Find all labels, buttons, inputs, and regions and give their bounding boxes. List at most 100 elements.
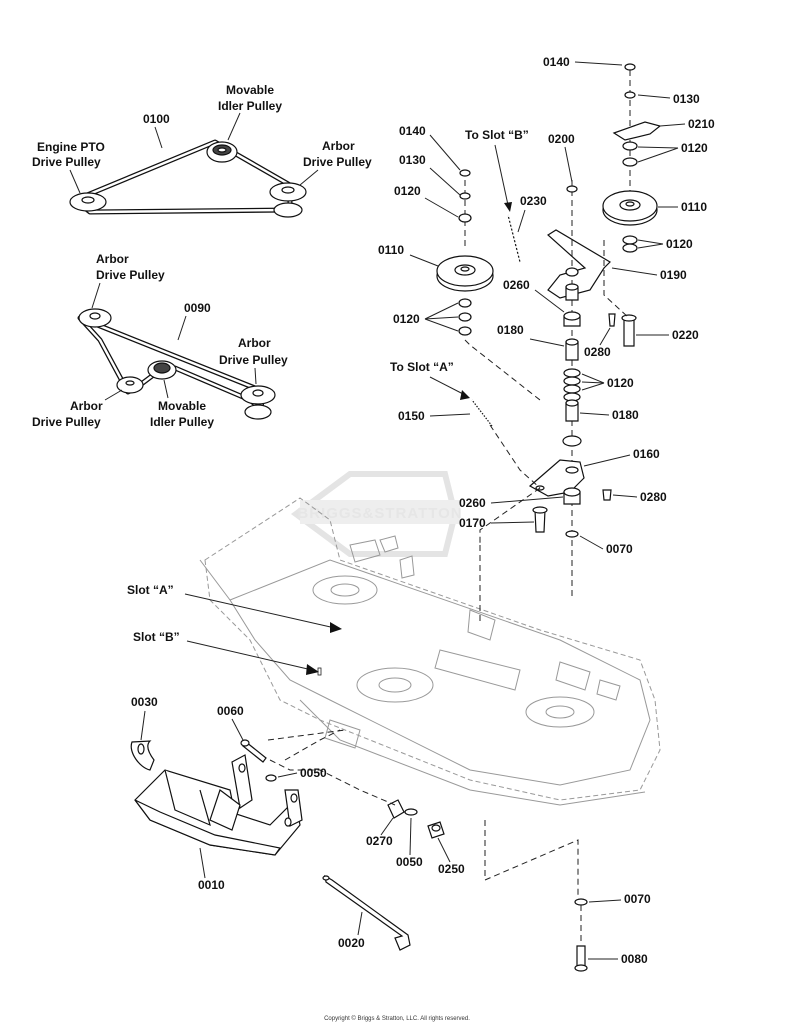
label-0210: 0210: [688, 117, 715, 131]
pulley-0110-right: [602, 190, 658, 226]
bolt-0220: [623, 317, 635, 347]
movable-idler-pulley: [206, 141, 238, 163]
label-bottom-idler-line2: Idler Pulley: [150, 415, 214, 429]
label-0180-top: 0180: [497, 323, 524, 337]
bottom-movable-idler-pulley: [147, 360, 177, 380]
brand-watermark: BRIGGS&STRATTON: [290, 471, 462, 557]
label-0160: 0160: [633, 447, 660, 461]
label-0120-left: 0120: [394, 184, 421, 198]
center-shaft-assembly: [563, 180, 616, 600]
nut-0140-left: [459, 169, 471, 177]
label-0280-top: 0280: [584, 345, 611, 359]
washer-0050-top: [265, 774, 277, 782]
label-0050-bot: 0050: [396, 855, 423, 869]
slot-b-marker: [317, 667, 322, 676]
bolt-0060: [240, 739, 267, 763]
arrow-slot-b: [306, 664, 319, 675]
label-top-idler-line1: Movable: [226, 83, 274, 97]
arbor-pulley-bottom: [116, 376, 144, 394]
label-0070-top: 0070: [606, 542, 633, 556]
label-0190: 0190: [660, 268, 687, 282]
arrow-to-slot-a: [460, 390, 470, 400]
washer-0050-bot: [404, 808, 418, 816]
label-0260-top: 0260: [503, 278, 530, 292]
label-0030: 0030: [131, 695, 158, 709]
label-0280-bot: 0280: [640, 490, 667, 504]
shaft-0020: [322, 874, 411, 951]
arbor-pulley: [269, 182, 307, 218]
label-0060: 0060: [217, 704, 244, 718]
label-0120-mid: 0120: [607, 376, 634, 390]
label-0120-left2: 0120: [393, 312, 420, 326]
label-0130-right: 0130: [673, 92, 700, 106]
label-bottom-arbor-left-line2: Drive Pulley: [96, 268, 165, 282]
washer-0120-left2: [458, 298, 472, 308]
label-0230: 0230: [520, 194, 547, 208]
engine-pto-pulley: [69, 192, 107, 212]
watermark-text: BRIGGS&STRATTON: [297, 505, 462, 522]
label-0150: 0150: [398, 409, 425, 423]
label-0020: 0020: [338, 936, 365, 950]
label-top-idler-line2: Idler Pulley: [218, 99, 282, 113]
arbor-pulley-left: [78, 308, 112, 328]
label-0120-r2: 0120: [666, 237, 693, 251]
label-bottom-idler-line1: Movable: [158, 399, 206, 413]
fitting-0280-top: [608, 313, 616, 327]
label-bottom-arbor-line2: Drive Pulley: [32, 415, 101, 429]
label-0130-left: 0130: [399, 153, 426, 167]
pulley-0110-left: [436, 255, 494, 292]
label-0080: 0080: [621, 952, 648, 966]
washer-0130-right: [624, 91, 636, 99]
bracket-0010: [134, 754, 303, 856]
arbor-pulley-right: [240, 385, 276, 420]
label-0110-right: 0110: [681, 200, 707, 214]
mower-deck: [199, 497, 661, 806]
arrow-to-slot-b: [504, 202, 512, 212]
spring-0150: [471, 399, 493, 427]
right-idler-assembly: [547, 63, 662, 347]
label-0090: 0090: [184, 301, 211, 315]
label-0110-left: 0110: [378, 243, 404, 257]
belt-routing-diagram-bottom: [77, 308, 276, 420]
washer-0130-left: [459, 192, 471, 200]
label-engine-pto-line2: Drive Pulley: [32, 155, 101, 169]
label-to-slot-a: To Slot “A”: [390, 360, 454, 374]
label-bottom-arbor-line1: Arbor: [70, 399, 103, 413]
bracket-0210: [612, 121, 662, 141]
nut-0140-right: [624, 63, 636, 71]
label-0120-r1: 0120: [681, 141, 708, 155]
label-0270: 0270: [366, 834, 393, 848]
spacer-0270: [387, 799, 405, 819]
label-top-arbor-line2: Drive Pulley: [303, 155, 372, 169]
belt-routing-diagram-top: [69, 139, 307, 218]
label-0250: 0250: [438, 862, 465, 876]
washer-0120-r1: [622, 141, 638, 151]
washer-0120-mid: [563, 368, 581, 378]
label-bottom-arbor-left-line1: Arbor: [96, 252, 129, 266]
washer-0070-bot: [574, 898, 588, 906]
idler-arm-0190: [547, 229, 611, 299]
label-bottom-arbor-right-line2: Drive Pulley: [219, 353, 288, 367]
washer-0070-top: [565, 530, 579, 538]
label-0140-left: 0140: [399, 124, 426, 138]
bolt-0080: [576, 945, 586, 967]
bottom-bolt-assembly: [574, 898, 588, 972]
idler-arm-0160: [479, 424, 612, 545]
label-0220: 0220: [672, 328, 699, 342]
label-top-arbor-line1: Arbor: [322, 139, 355, 153]
arrow-slot-a: [330, 622, 342, 633]
washer-0120-left: [458, 213, 472, 223]
label-bottom-arbor-right-line1: Arbor: [238, 336, 271, 350]
fitting-0280-bot: [602, 489, 612, 501]
clip-0030: [130, 740, 155, 771]
label-0170: 0170: [459, 516, 486, 530]
label-slot-b: Slot “B”: [133, 630, 180, 644]
label-0100: 0100: [143, 112, 170, 126]
label-0140-right: 0140: [543, 55, 570, 69]
label-engine-pto-line1: Engine PTO: [37, 140, 105, 154]
nut-0200: [566, 185, 578, 193]
label-to-slot-b: To Slot “B”: [465, 128, 529, 142]
label-0260-bot: 0260: [459, 496, 486, 510]
spring-0230: [507, 214, 521, 263]
